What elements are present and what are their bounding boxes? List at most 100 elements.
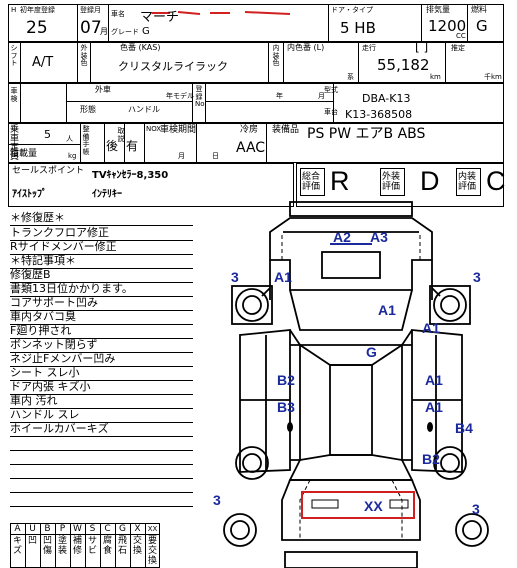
sales-point-2: ｱｲｽﾄｯﾌﾟ xyxy=(12,189,47,200)
note-line: ボンネット閉らず xyxy=(10,338,98,351)
exterior-grade-label: 外装評価 xyxy=(382,172,401,192)
legend-meaning: 補修 xyxy=(73,536,83,556)
month-label: 登録月 xyxy=(80,6,101,14)
period-day: 日 xyxy=(212,152,219,160)
note-line: トランクフロア修正 xyxy=(10,226,109,239)
legend-code: A xyxy=(14,524,21,534)
legend-code: C xyxy=(104,524,111,534)
damage-fl-tire: 3 xyxy=(231,269,239,285)
damage-g: G xyxy=(366,344,377,360)
capacity-label: 乗車定員 xyxy=(10,125,20,162)
doc-label: 整備手帳 xyxy=(82,125,90,156)
note-line: ＊修復歴＊ xyxy=(10,211,65,224)
car-model: マーチ xyxy=(140,10,180,25)
estimate-unit: 千km xyxy=(484,73,502,81)
damage-a2: A2 xyxy=(333,229,351,245)
manual-value: 有 xyxy=(126,139,139,153)
shift-label: シフト xyxy=(10,44,18,67)
damage-a1-right-door: A1 xyxy=(425,372,443,388)
model-year-label: 年モデル xyxy=(166,92,194,100)
doc-value: 後 xyxy=(106,139,119,153)
model-label: 車名 xyxy=(111,10,125,18)
note-line: 車内 汚れ xyxy=(10,394,58,407)
damage-b4-right: B4 xyxy=(455,420,473,436)
period-label: 車検期間 xyxy=(160,125,197,135)
load-label: 積載量 xyxy=(10,149,38,159)
mileage-value: 55,182 xyxy=(377,56,430,74)
note-line: 車内タバコ臭 xyxy=(10,310,76,323)
aircon-label: 冷房 xyxy=(240,125,259,135)
exterior-color-label: 外装色 xyxy=(80,44,88,67)
car-grade: G xyxy=(142,26,150,37)
fuel-label: 燃料 xyxy=(471,5,487,14)
damage-a1-hood: A1 xyxy=(378,302,396,318)
registration-month: 07 xyxy=(80,18,102,38)
row3-month-unit: 月 xyxy=(318,92,325,100)
sales-point-1: TVｷｬﾝｾﾗｰ8,350 xyxy=(92,170,169,181)
period-month: 月 xyxy=(178,152,185,160)
overall-grade: R xyxy=(330,166,350,196)
row-4 xyxy=(8,123,504,163)
capacity-unit: 人 xyxy=(66,135,73,143)
note-line: ドア内張 キズ小 xyxy=(10,380,91,393)
legend-code: X xyxy=(134,524,141,534)
registration-year: 25 xyxy=(26,18,48,38)
note-line: コアサポート凹み xyxy=(10,296,98,309)
mileage-label: 走行 xyxy=(362,44,376,52)
shape-label: 形態 xyxy=(80,105,96,114)
interior-grade-label: 内装評価 xyxy=(458,172,477,192)
damage-xx: XX xyxy=(364,498,383,514)
note-line: ネジ止Fメンバー凹み xyxy=(10,352,116,365)
note-line: F廻り押され xyxy=(10,324,72,337)
exterior-dims-label: 外車 xyxy=(95,85,111,94)
top-red-mark xyxy=(150,0,310,15)
note-line: 書類13日位かかります。 xyxy=(10,282,133,295)
interior-color-code-label: 内色番 (L) xyxy=(287,43,325,52)
capacity-value: 5 xyxy=(44,128,51,141)
estimate-label: 推定 xyxy=(451,44,465,52)
handle-label: ハンドル xyxy=(128,105,160,114)
note-line: ハンドル スレ xyxy=(10,408,80,421)
cc-unit: CC xyxy=(456,32,466,40)
grades-box xyxy=(296,163,504,207)
doors-label: ドア・タイプ xyxy=(331,6,373,14)
legend-meaning: 凹傷 xyxy=(43,536,53,556)
damage-a3: A3 xyxy=(370,229,388,245)
legend-meaning: 腐食 xyxy=(103,536,113,556)
nox-label: NOX xyxy=(146,125,162,133)
note-line: シート スレ小 xyxy=(10,366,80,379)
legend-code: U xyxy=(29,524,36,534)
row-2 xyxy=(8,42,504,83)
row-3 xyxy=(8,83,504,123)
header-row xyxy=(8,4,504,42)
legend-code: G xyxy=(119,524,126,534)
equipment-list: PS PW エアB ABS xyxy=(307,126,426,142)
legend-code: P xyxy=(59,524,66,534)
sales-point-box xyxy=(8,163,294,207)
model-type: DBA-K13 xyxy=(362,92,411,105)
manual-label: 取説 xyxy=(117,127,125,143)
damage-b2-left: B2 xyxy=(277,372,295,388)
displacement-label: 排気量 xyxy=(426,5,450,14)
sales-point-title: セールスポイント xyxy=(12,166,85,176)
legend-meaning: 飛石 xyxy=(118,536,128,556)
mileage-bracket: [ ] xyxy=(415,40,429,54)
equipment-label: 装備品 xyxy=(272,125,300,135)
registration-label: 登録No. xyxy=(195,85,207,108)
damage-a1-front-left: A1 xyxy=(274,269,292,285)
year-label: 初年度登録 xyxy=(20,6,55,14)
legend-meaning: 交換 xyxy=(133,536,143,556)
interior-grade: C xyxy=(486,166,506,196)
exterior-grade: D xyxy=(420,166,440,196)
km-unit: km xyxy=(430,73,441,81)
damage-b2-right: B2 xyxy=(422,451,440,467)
color-code-label: 色番 (KAS) xyxy=(120,43,161,52)
legend-meaning: 凹 xyxy=(28,536,38,546)
damage-a1-front-right: A1 xyxy=(422,320,440,336)
interior-color-label: 内装色 xyxy=(272,44,280,67)
inspection-label: 車検 xyxy=(10,87,18,103)
damage-rl-tire: 3 xyxy=(213,492,221,508)
door-type: 5 HB xyxy=(340,19,376,37)
legend-code: S xyxy=(89,524,96,534)
